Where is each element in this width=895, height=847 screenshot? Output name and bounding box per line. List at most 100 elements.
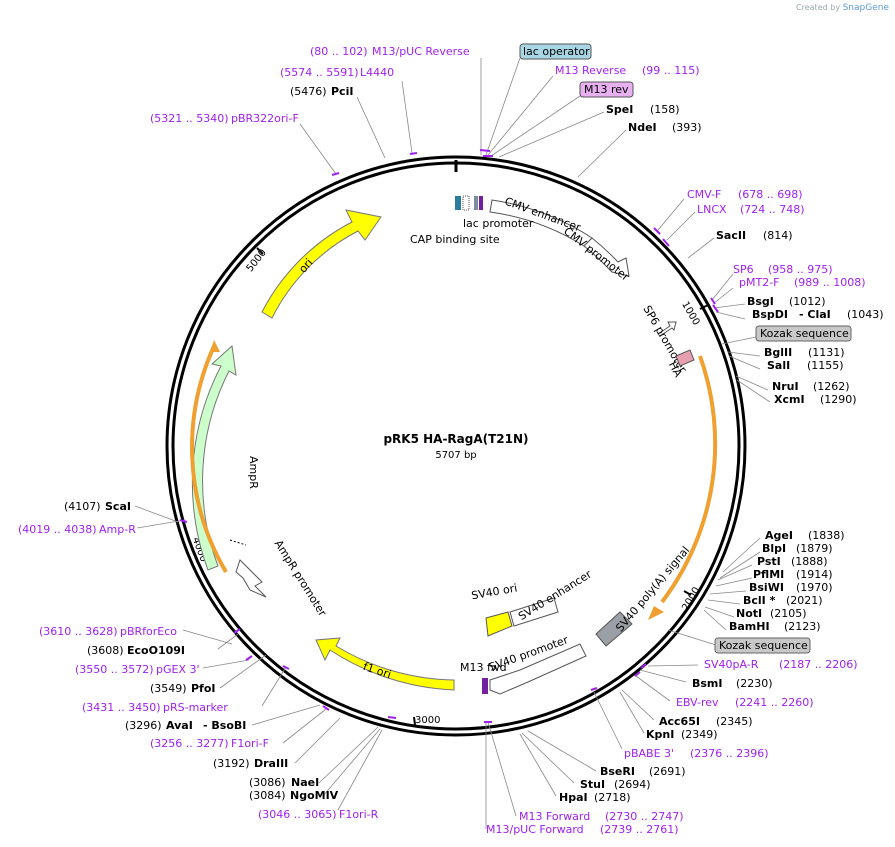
pflmi-pos: (1914) [796,568,833,581]
naei-name[interactable]: NaeI [291,776,319,789]
snapgene-brand: Created by SnapGene [796,3,889,13]
primer-m13fwd-name[interactable]: M13 Forward [519,810,590,823]
m13-fwd-feature[interactable] [482,678,488,694]
tick-5000: 5000 [245,247,269,274]
bsobi-name[interactable]: - BsoBI [203,719,246,732]
primer-pbr322-name[interactable]: pBR322ori-F [231,112,299,125]
pcii-name[interactable]: PciI [331,85,353,98]
pfoi-name[interactable]: PfoI [191,682,216,695]
primer-m13puc-rev-name[interactable]: M13/pUC Reverse [372,45,470,58]
primer-m13-reverse-range: (99 .. 115) [642,64,700,77]
bsiwi-pos: (1970) [796,581,833,594]
ndei-name[interactable]: NdeI [628,121,657,134]
bseri-name[interactable]: BseRI [600,765,635,778]
sv40-promoter-feature[interactable] [489,643,587,695]
m13-rev-feature[interactable] [479,196,483,210]
primer-lncx-name[interactable]: LNCX [697,203,727,216]
cap-binding-feature[interactable] [455,196,461,210]
primer-pbabe-name[interactable]: pBABE 3' [624,747,674,760]
raga-orf [660,355,718,604]
f1-ori-feature[interactable] [315,637,455,691]
sv40-ori-feature[interactable] [485,611,513,637]
primer-pgex-range: (3550 .. 3572) [75,663,154,676]
backbone-outer [165,155,747,737]
primer-sv40par-range: (2187 .. 2206) [779,658,858,671]
primer-pbrforeco-name[interactable]: pBRforEco [120,625,177,638]
hpai-name[interactable]: HpaI [559,791,588,804]
primer-cmvf-name[interactable]: CMV-F [687,188,721,201]
tick-mark-2000 [683,590,692,596]
naei-pos: (3086) [249,776,286,789]
nrui-name[interactable]: NruI [772,380,799,393]
bcli-name[interactable]: BclI * [743,594,776,607]
primer-m13pucfwd-name[interactable]: M13/pUC Forward [486,823,584,836]
acc65i-name[interactable]: Acc65I [659,715,700,728]
draiii-pos: (3192) [213,757,250,770]
ngomiv-name[interactable]: NgoMIV [290,789,339,802]
lac-operator-feature[interactable] [474,196,478,210]
primer-pbrforeco-range: (3610 .. 3628) [39,625,118,638]
xcmi-name[interactable]: XcmI [774,393,805,406]
primer-pmt2-name[interactable]: pMT2-F [739,276,780,289]
draiii-name[interactable]: DraIII [254,757,288,770]
noti-name[interactable]: NotI [736,607,762,620]
cmv-promoter-feature[interactable] [583,237,630,277]
agei-pos: (1838) [808,529,845,542]
ampr-promoter-feature[interactable] [235,559,267,598]
bspdi-name[interactable]: BspDI [752,308,788,321]
kpni-name[interactable]: KpnI [646,728,674,741]
sali-name[interactable]: SalI [767,359,790,372]
cap-binding-label: CAP binding site [410,233,500,246]
primer-f1orif-range: (3256 .. 3277) [150,737,229,750]
sacii-name[interactable]: SacII [716,229,746,242]
sp6-promoter-feature[interactable] [657,321,677,337]
tick-2000: 2000 [680,585,702,613]
primer-ebv-name[interactable]: EBV-rev [676,696,719,709]
tick-mark-1000 [699,304,709,310]
ndei-pos: (393) [672,121,702,134]
blpi-pos: (1879) [796,542,833,555]
primer-f1orir-name[interactable]: F1ori-R [339,808,379,821]
blpi-name[interactable]: BlpI [762,542,786,555]
scai-name[interactable]: ScaI [105,500,131,513]
ori-feature[interactable] [261,209,382,319]
lac-operator-box[interactable] [519,43,592,60]
primer-sp6-name[interactable]: SP6 [733,263,754,276]
primer-l4440-name[interactable]: L4440 [360,66,394,79]
clai-name[interactable]: - ClaI [799,308,831,321]
stui-name[interactable]: StuI [580,778,605,791]
primer-f1orif-name[interactable]: F1ori-F [231,737,269,750]
primer-ampr-name[interactable]: Amp-R [99,523,136,536]
spei-name[interactable]: SpeI [606,103,633,116]
lac-promoter-feature[interactable] [462,195,470,211]
tick-mark-5000 [256,247,264,255]
ampr-feature[interactable] [191,344,237,571]
primer-m13-reverse-name[interactable]: M13 Reverse [555,64,626,77]
bsmi-pos: (2230) [736,677,773,690]
primer-sv40par-name[interactable]: SV40pA-R [704,658,759,671]
bsmi-name[interactable]: BsmI [692,677,723,690]
primer-prs-name[interactable]: pRS-marker [163,701,228,714]
primer-pgex-name[interactable]: pGEX 3' [156,663,200,676]
kozak-box-1[interactable] [755,325,852,342]
eco-name[interactable]: EcoO109I [127,644,185,657]
bsgi-name[interactable]: BsgI [747,295,774,308]
bsiwi-name[interactable]: BsiWI [749,581,784,594]
pflmi-name[interactable]: PflMI [753,568,784,581]
kozak-box-2[interactable] [714,637,811,654]
psti-name[interactable]: PstI [757,555,781,568]
m13-rev-box[interactable] [579,81,634,98]
bamhi-name[interactable]: BamHI [729,620,770,633]
scai-pos: (4107) [64,500,101,513]
primer-l4440-range: (5574 .. 5591) [280,66,359,79]
sv40-polya-feature[interactable] [595,611,633,647]
primer-lncx-range: (724 .. 748) [740,203,805,216]
sv40-enhancer-feature[interactable] [509,597,559,627]
bglii-name[interactable]: BglII [764,346,792,359]
agei-name[interactable]: AgeI [765,529,793,542]
avai-name[interactable]: AvaI [166,719,193,732]
ampr-orf [190,343,228,574]
cmv-promoter-label: CMV promoter [561,225,632,284]
raga-orf-arrow [648,606,664,620]
ha-feature[interactable] [675,349,695,367]
